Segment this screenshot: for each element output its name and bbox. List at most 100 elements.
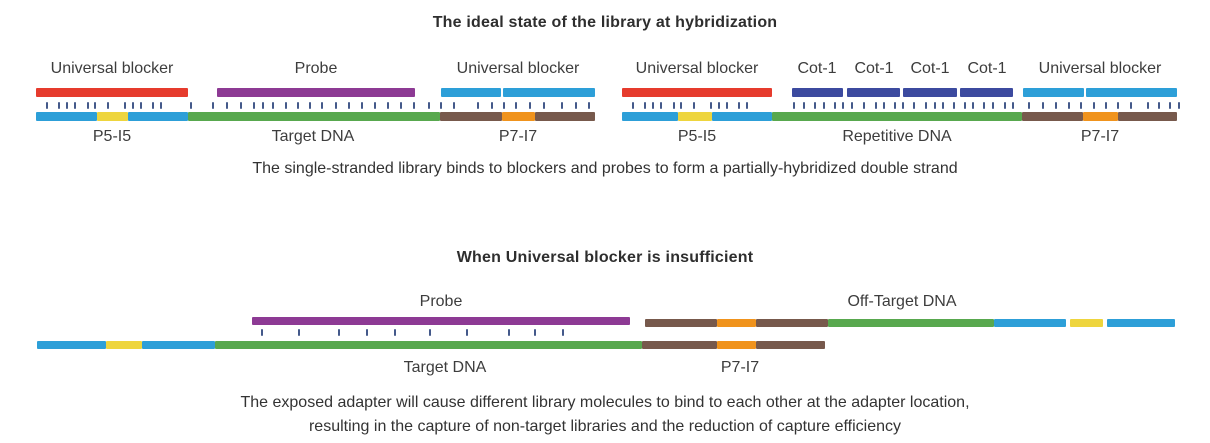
- hybridization-tick: [477, 102, 479, 109]
- p5-adapter-segment: [994, 319, 1066, 327]
- hybridization-tick: [394, 329, 396, 336]
- target-dna-segment: [188, 112, 440, 121]
- section1-caption: The single-stranded library binds to blo…: [252, 160, 958, 177]
- cot1-blocker-bar: [792, 88, 843, 97]
- hybridization-tick: [693, 102, 695, 109]
- hybridization-tick: [58, 102, 60, 109]
- i7-index-segment: [717, 341, 756, 349]
- p7-adapter-segment: [645, 319, 717, 327]
- hybridization-tick: [94, 102, 96, 109]
- hybridization-tick: [190, 102, 192, 109]
- hybridization-tick: [1055, 102, 1057, 109]
- hybridization-tick: [793, 102, 795, 109]
- hybridization-tick: [1147, 102, 1149, 109]
- universal-blocker-label: Universal blocker: [635, 60, 759, 77]
- hybridization-tick: [508, 329, 510, 336]
- section2-caption-line2: resulting in the capture of non-target l…: [308, 418, 902, 435]
- universal-blocker-label: Universal blocker: [456, 60, 580, 77]
- hybridization-tick: [913, 102, 915, 109]
- i7-index-segment: [717, 319, 756, 327]
- hybridization-tick: [1158, 102, 1160, 109]
- i7-index-segment: [502, 112, 535, 121]
- hybridization-tick: [803, 102, 805, 109]
- hybridization-tick: [253, 102, 255, 109]
- repetitive-dna-label: Repetitive DNA: [842, 128, 952, 145]
- hybridization-tick: [680, 102, 682, 109]
- hybridization-tick: [240, 102, 242, 109]
- p5-adapter-segment: [128, 112, 188, 121]
- universal-blocker-label: Universal blocker: [1038, 60, 1162, 77]
- cot1-label: Cot-1: [797, 60, 837, 77]
- universal-blocker-bar: [622, 88, 772, 97]
- probe-label: Probe: [419, 293, 463, 310]
- cot1-blocker-bar: [960, 88, 1013, 97]
- hybridization-tick: [726, 102, 728, 109]
- hybridization-tick: [652, 102, 654, 109]
- hybridization-tick: [285, 102, 287, 109]
- hybridization-tick: [261, 329, 263, 336]
- hybridization-tick: [746, 102, 748, 109]
- hybridization-tick: [387, 102, 389, 109]
- hybridization-tick: [983, 102, 985, 109]
- hybridization-tick: [503, 102, 505, 109]
- p5-i5-label: P5-I5: [677, 128, 717, 145]
- hybridization-tick: [660, 102, 662, 109]
- hybridization-tick: [1068, 102, 1070, 109]
- universal-blocker-bar: [36, 88, 188, 97]
- universal-blocker-bar: [1023, 88, 1084, 97]
- hybridization-tick: [335, 102, 337, 109]
- p5-adapter-segment: [142, 341, 215, 349]
- hybridization-tick: [1117, 102, 1119, 109]
- hybridization-tick: [902, 102, 904, 109]
- p7-adapter-segment: [756, 319, 828, 327]
- hybridization-tick: [875, 102, 877, 109]
- hybridization-tick: [534, 329, 536, 336]
- cot1-blocker-bar: [847, 88, 900, 97]
- off-target-dna-segment: [828, 319, 994, 327]
- hybridization-tick: [925, 102, 927, 109]
- p7-adapter-segment: [756, 341, 825, 349]
- p5-adapter-segment: [36, 112, 97, 121]
- hybridization-tick: [1093, 102, 1095, 109]
- i5-index-segment: [106, 341, 142, 349]
- hybridization-tick: [429, 329, 431, 336]
- p7-i7-label: P7-I7: [720, 359, 760, 376]
- hybridization-tick: [74, 102, 76, 109]
- p5-adapter-segment: [37, 341, 106, 349]
- p7-adapter-segment: [642, 341, 717, 349]
- hybridization-tick: [321, 102, 323, 109]
- hybridization-tick: [934, 102, 936, 109]
- p7-adapter-segment: [535, 112, 595, 121]
- hybridization-tick: [361, 102, 363, 109]
- hybridization-tick: [894, 102, 896, 109]
- p7-adapter-segment: [1022, 112, 1083, 121]
- hybridization-tick: [428, 102, 430, 109]
- hybridization-tick: [440, 102, 442, 109]
- universal-blocker-bar: [1086, 88, 1177, 97]
- hybridization-tick: [588, 102, 590, 109]
- target-dna-segment: [215, 341, 642, 349]
- hybridization-tick: [413, 102, 415, 109]
- hybridization-tick: [972, 102, 974, 109]
- hybridization-tick: [124, 102, 126, 109]
- p5-adapter-segment: [712, 112, 772, 121]
- hybridization-tick: [632, 102, 634, 109]
- cot1-label: Cot-1: [967, 60, 1007, 77]
- hybridization-tick: [1012, 102, 1014, 109]
- hybridization-tick: [338, 329, 340, 336]
- hybridization-tick: [644, 102, 646, 109]
- hybridization-tick: [297, 102, 299, 109]
- hybridization-tick: [823, 102, 825, 109]
- hybridization-tick: [883, 102, 885, 109]
- hybridization-tick: [87, 102, 89, 109]
- off-target-dna-label: Off-Target DNA: [847, 293, 957, 310]
- repetitive-dna-segment: [772, 112, 1022, 121]
- hybridization-tick: [107, 102, 109, 109]
- p7-i7-label: P7-I7: [1080, 128, 1120, 145]
- hybridization-tick: [466, 329, 468, 336]
- hybridization-tick: [309, 102, 311, 109]
- probe-bar: [252, 317, 630, 325]
- hybridization-tick: [1042, 102, 1044, 109]
- p5-adapter-segment: [1107, 319, 1175, 327]
- i7-index-segment: [1083, 112, 1118, 121]
